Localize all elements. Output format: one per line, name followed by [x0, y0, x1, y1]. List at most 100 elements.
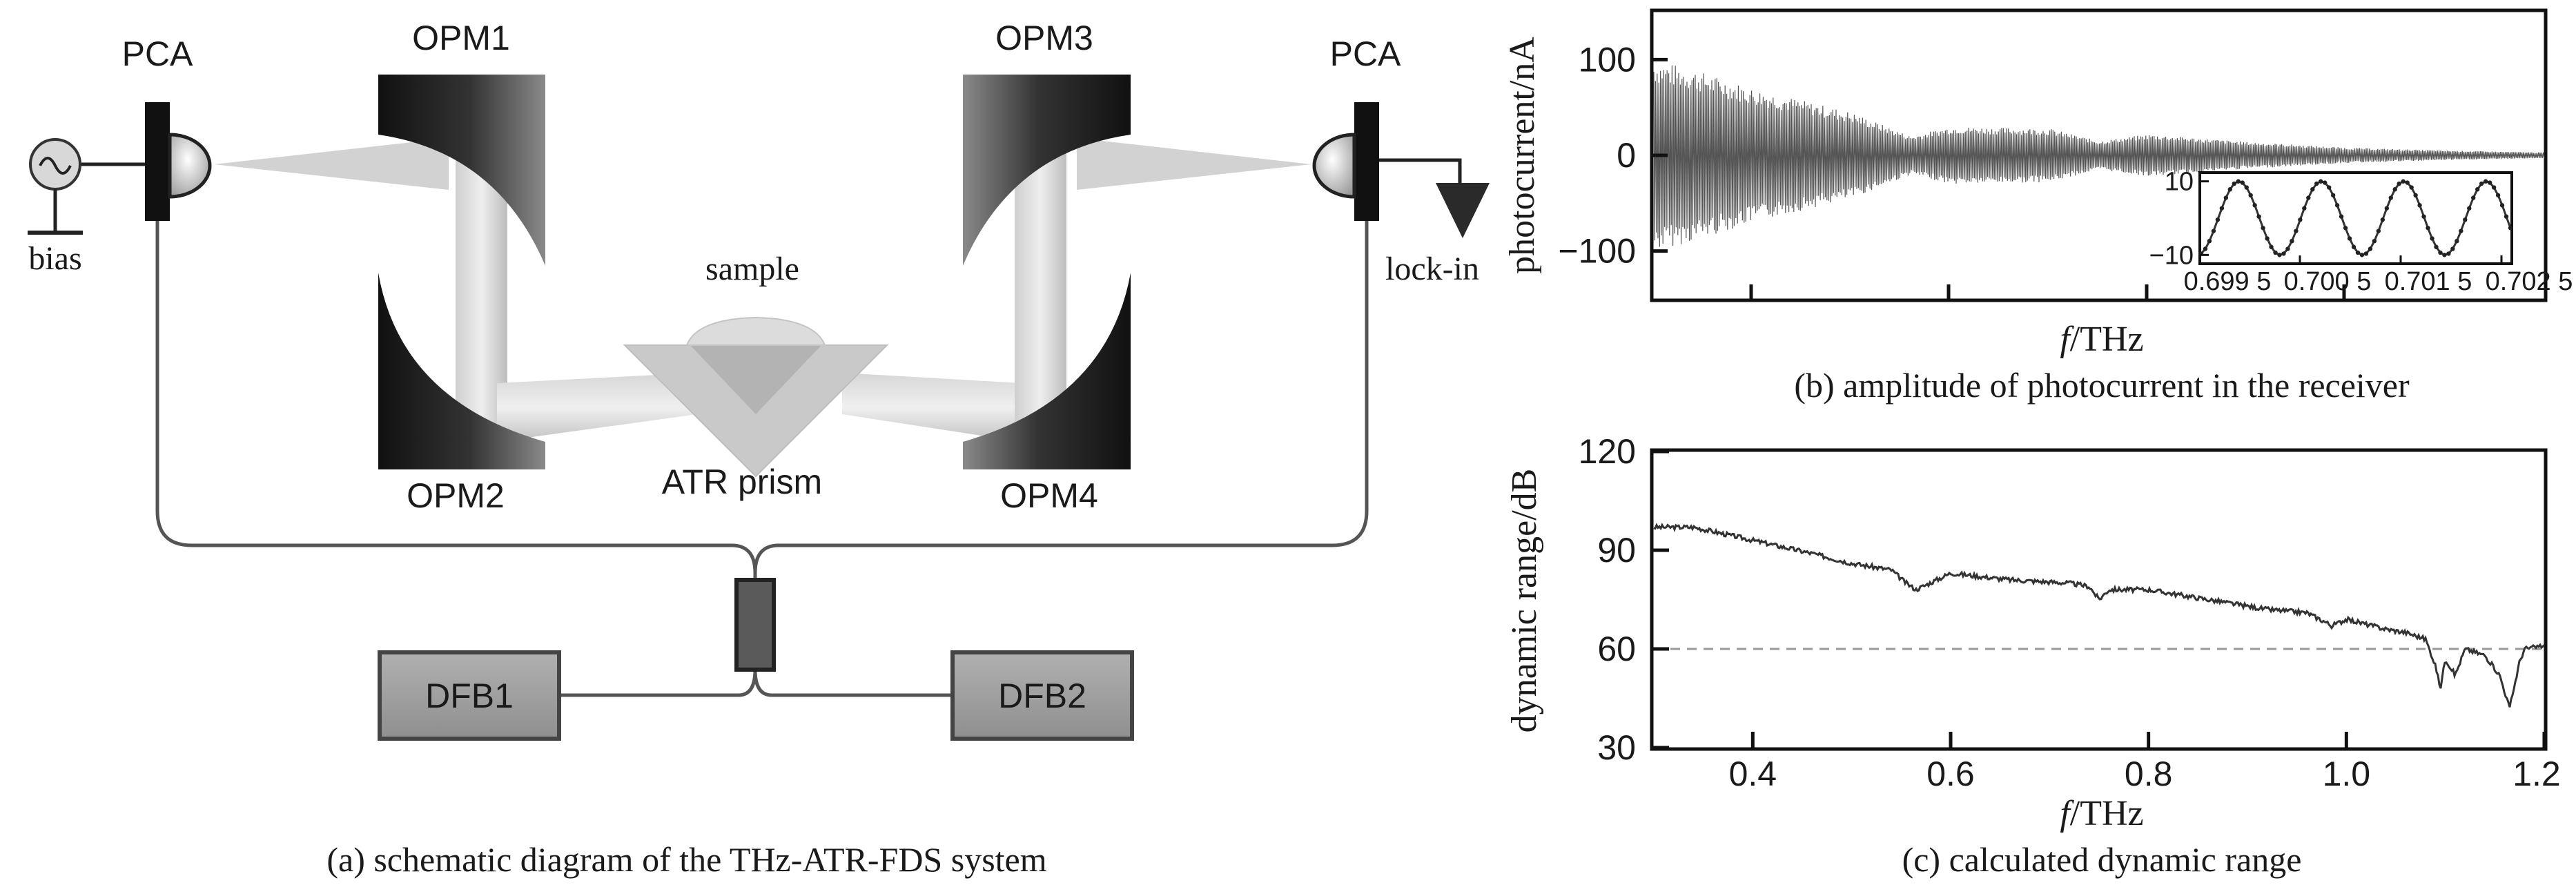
chart-b-inset-xtick-label: 0.699 5 — [2184, 267, 2272, 296]
chart-b-inset-point — [2232, 181, 2236, 186]
chart-c-xtick-label: 1.2 — [2512, 755, 2561, 793]
chart-c-xlabel-unit: /THz — [2070, 794, 2144, 833]
chart-b-ytick-label: 0 — [1617, 136, 1636, 175]
chart-b-inset-point — [2463, 217, 2468, 222]
pca-left-label: PCA — [122, 35, 193, 73]
caption-b: (b) amplitude of photocurrent in the rec… — [1794, 366, 2410, 405]
chart-b-inset-waveform — [2198, 179, 2513, 257]
chart-b-inset-point — [2438, 250, 2443, 255]
chart-b-inset-point — [2430, 236, 2434, 241]
chart-b-inset-point — [2240, 180, 2245, 185]
chart-c-series — [1653, 523, 2545, 708]
chart-b-inset-point — [2203, 246, 2208, 251]
chart-b-inset-point — [2417, 203, 2422, 208]
caption-a: (a) schematic diagram of the THz-ATR-FDS… — [326, 840, 1046, 879]
chart-b-inset-point — [2227, 187, 2233, 192]
chart-b-inset-point — [2244, 185, 2249, 190]
chart-b-inset-point — [2252, 203, 2257, 208]
chart-c-xtick-label: 0.6 — [1926, 755, 1975, 793]
chart-b-inset-point — [2314, 181, 2319, 186]
chart-b-inset-point — [2397, 181, 2401, 186]
chart-b-photocurrent-trace — [1653, 65, 2545, 247]
opm1-label: OPM1 — [412, 19, 510, 57]
beam-right-horizontal — [842, 373, 1022, 442]
chart-b-inset-point — [2273, 250, 2278, 255]
opm2-label: OPM2 — [407, 476, 505, 515]
chart-b-waveform — [1653, 65, 2545, 247]
chart-b-inset-point — [2459, 229, 2463, 233]
chart-b-inset-point — [2359, 253, 2365, 257]
chart-b-inset-point — [2343, 226, 2348, 231]
chart-b-inset-point — [2248, 193, 2253, 198]
chart-b-inset-point — [2442, 253, 2447, 257]
beam-right-vertical — [1015, 142, 1066, 445]
opm3-label: OPM3 — [995, 19, 1093, 57]
chart-c-xtick-label: 0.8 — [2125, 755, 2173, 793]
chart-b-inset-ytick-label: −10 — [2149, 241, 2194, 270]
chart-b-inset-point — [2347, 236, 2352, 241]
chart-b-inset-point — [2330, 193, 2336, 198]
beam-emitter — [214, 138, 449, 190]
chart-b-ytick-label: −100 — [1558, 232, 1636, 271]
chart-b-inset-point — [2495, 193, 2501, 198]
chart-b-inset-point — [2281, 251, 2286, 256]
chart-b-inset-point — [2405, 180, 2410, 185]
chart-b-inset-point — [2236, 179, 2241, 184]
chart-b-inset-point — [2455, 238, 2459, 244]
lockin-wire — [1379, 158, 1462, 183]
chart-c-dynamic-range-trace — [1653, 523, 2545, 708]
chart-b-inset-point — [2434, 244, 2439, 249]
pca-right-lens — [1312, 133, 1356, 199]
opm4-label: OPM4 — [1000, 476, 1098, 515]
bias-label: bias — [28, 240, 81, 277]
chart-b-inset-point — [2376, 229, 2381, 233]
dfb2-label: DFB2 — [998, 677, 1086, 715]
atr-prism-facet — [690, 345, 821, 414]
caption-c: (c) calculated dynamic range — [1902, 840, 2302, 879]
chart-b-inset-point — [2401, 179, 2406, 184]
chart-b-inset-point — [2508, 226, 2513, 231]
chart-b-xlabel-unit: /THz — [2070, 320, 2144, 359]
chart-b-inset-point — [2363, 251, 2369, 256]
chart-b-inset-point — [2446, 251, 2451, 256]
chart-b-inset-point — [2223, 195, 2229, 200]
chart-b-inset-point — [2294, 229, 2299, 233]
sample-drop — [685, 316, 826, 346]
fiber-coupler — [734, 578, 776, 672]
beam-left-horizontal — [497, 373, 697, 442]
dfb1-label: DFB1 — [425, 677, 514, 715]
chart-b-inset-ytick-label: 10 — [2165, 168, 2194, 197]
opm1-mirror — [378, 75, 545, 266]
pca-right-label: PCA — [1330, 35, 1401, 73]
chart-b-inset-point — [2483, 179, 2488, 184]
chart-b-inset-point — [2355, 250, 2361, 255]
chart-b-inset-point — [2339, 214, 2344, 219]
chart-b-inset-point — [2298, 217, 2303, 222]
fiber-left — [155, 214, 757, 583]
dfb2-box — [950, 650, 1134, 741]
chart-b-inset-point — [2351, 244, 2357, 249]
chart-b-inset-point — [2326, 185, 2332, 190]
chart-b-inset-xtick-label: 0.700 5 — [2284, 267, 2372, 296]
sample-label: sample — [705, 251, 799, 287]
chart-b-xlabel: f/THz — [2060, 320, 2143, 359]
chart-b-inset-point — [2368, 246, 2373, 251]
chart-b-inset-point — [2499, 203, 2505, 208]
pca-right-substrate — [1354, 102, 1379, 221]
chart-c-frame — [1650, 448, 2548, 751]
fiber-dfb1 — [559, 669, 757, 697]
chart-b-inset-point — [2306, 195, 2311, 200]
chart-b-inset-point — [2334, 203, 2340, 208]
ac-wave-icon — [39, 157, 72, 175]
chart-b-inset-xtick-label: 0.702 5 — [2486, 267, 2573, 296]
chart-b-inset-point — [2215, 217, 2221, 222]
chart-c-ytick-label: 60 — [1597, 630, 1636, 668]
chart-b-inset-point — [2426, 226, 2430, 231]
chart-b-inset-point — [2277, 253, 2282, 257]
chart-b-inset-point — [2219, 206, 2225, 211]
chart-b-inset-point — [2265, 236, 2270, 241]
